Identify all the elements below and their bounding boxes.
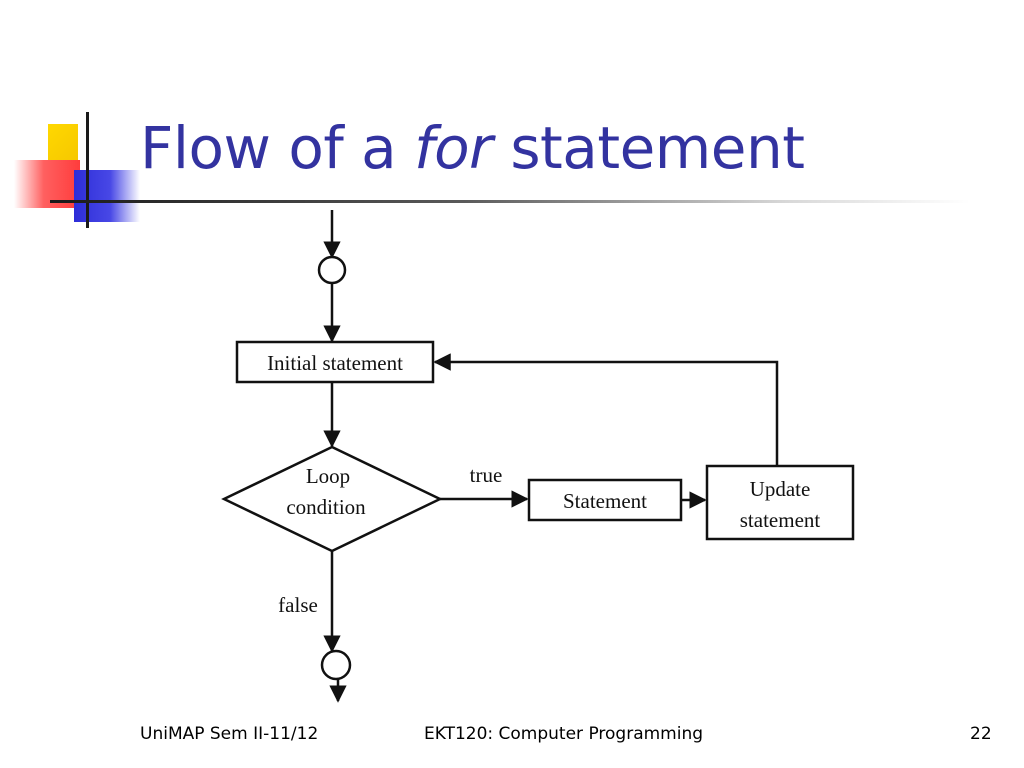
statement-label: Statement (563, 489, 647, 513)
update-statement-box (705, 464, 855, 541)
footer-page-number: 22 (970, 724, 992, 744)
update-statement-label-line1: Update (750, 477, 811, 501)
true-label: true (470, 463, 503, 487)
loop-condition-label-line2: condition (286, 495, 366, 519)
title-suffix: statement (510, 114, 805, 182)
title-prefix: Flow of a (140, 114, 397, 182)
loop-back-line (433, 353, 779, 466)
footer-course-title: EKT120: Computer Programming (424, 724, 704, 744)
false-label: false (278, 593, 318, 617)
decor-yellow-square (48, 124, 78, 162)
title-keyword: for (414, 114, 493, 182)
statement-box (527, 478, 683, 522)
slide-title: Flow of a for statement (140, 108, 805, 188)
footer-course-semester: UniMAP Sem II-11/12 (140, 724, 319, 744)
end-connector (320, 649, 352, 681)
initial-statement-label: Initial statement (267, 351, 403, 375)
update-statement-label-line2: statement (740, 508, 821, 532)
decor-vertical-line (86, 112, 89, 228)
loop-condition-label-line1: Loop (306, 464, 350, 488)
start-connector (317, 255, 347, 285)
initial-statement-box (235, 340, 435, 384)
title-underline (50, 200, 970, 203)
decor-blue-square (74, 170, 140, 222)
